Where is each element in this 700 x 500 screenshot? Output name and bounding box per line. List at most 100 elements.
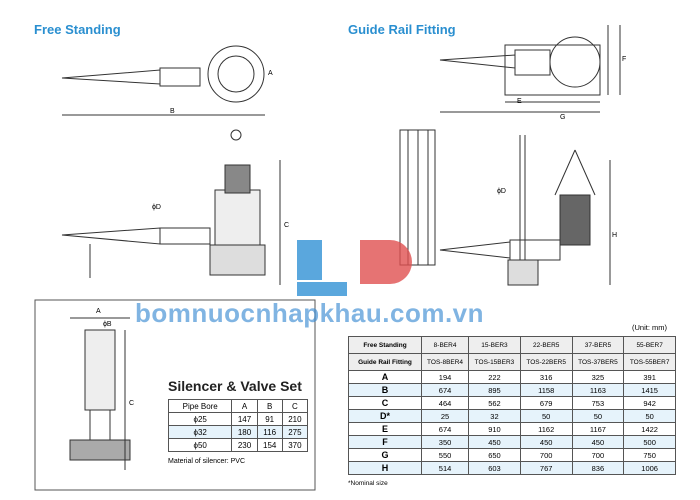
cell: 753: [571, 396, 625, 410]
free-standing-top-view: [61, 45, 265, 116]
cell: H: [348, 461, 422, 475]
header-cell: B: [256, 399, 283, 413]
cell: 210: [281, 412, 309, 426]
silencer-dim-A: A: [96, 308, 101, 315]
cell: 194: [420, 370, 470, 384]
cell: 464: [420, 396, 470, 410]
header-cell: Pipe Bore: [167, 399, 233, 413]
cell: 674: [420, 383, 470, 397]
silencer-dim-C: C: [129, 400, 135, 407]
cell: 562: [468, 396, 521, 410]
dim-G: G: [560, 114, 566, 121]
cell: B: [348, 383, 422, 397]
silencer-note: Material of silencer: PVC: [168, 458, 246, 465]
guide-rail-top-view: [439, 25, 621, 113]
unit-label: (Unit: mm): [632, 323, 667, 332]
cell: 325: [571, 370, 625, 384]
header-cell: TOS-37BER5: [571, 353, 625, 371]
header-cell: TOS-15BER3: [468, 353, 521, 371]
dim-A: A: [268, 70, 273, 77]
cell: 650: [468, 448, 521, 462]
dim-B: B: [170, 108, 175, 115]
cell: 1158: [519, 383, 573, 397]
cell: 154: [256, 438, 283, 452]
silencer-box: [34, 299, 316, 491]
cell: 450: [571, 435, 625, 449]
dim-D-guide: ϕD: [497, 188, 506, 195]
cell: 316: [519, 370, 573, 384]
header-cell: 37-BER5: [571, 336, 625, 354]
silencer-title: Silencer & Valve Set: [168, 378, 302, 394]
cell: 275: [281, 425, 309, 439]
dim-C: C: [284, 222, 290, 229]
cell: 370: [281, 438, 309, 452]
cell: 116: [256, 425, 283, 439]
header-cell: TOS-22BER5: [519, 353, 573, 371]
dim-D: ϕD: [152, 204, 161, 211]
cell: 942: [623, 396, 676, 410]
cell: 603: [468, 461, 521, 475]
header-cell: 22-BER5: [519, 336, 573, 354]
cell: 450: [519, 435, 573, 449]
cell: 674: [420, 422, 470, 436]
header-cell: C: [281, 399, 309, 413]
cell: C: [348, 396, 422, 410]
cell: 1415: [623, 383, 676, 397]
silencer-drawing: [69, 317, 131, 470]
cell: 514: [420, 461, 470, 475]
cell: 1006: [623, 461, 676, 475]
cell: 180: [231, 425, 258, 439]
cell: 50: [519, 409, 573, 423]
cell: E: [348, 422, 422, 436]
silencer-dim-B: ϕB: [103, 321, 112, 328]
cell: F: [348, 435, 422, 449]
dim-E: E: [517, 98, 522, 105]
cell: 910: [468, 422, 521, 436]
cell: ϕ32: [167, 425, 233, 439]
cell: D*: [348, 409, 422, 423]
cell: 1422: [623, 422, 676, 436]
logo: [297, 240, 412, 296]
cell: 895: [468, 383, 521, 397]
cell: 222: [468, 370, 521, 384]
cell: G: [348, 448, 422, 462]
dim-H: H: [612, 232, 618, 239]
cell: 679: [519, 396, 573, 410]
cell: 1162: [519, 422, 573, 436]
header-cell: Guide Rail Fitting: [348, 353, 422, 371]
header-cell: TOS-8BER4: [420, 353, 470, 371]
cell: 836: [571, 461, 625, 475]
guide-rail-title: Guide Rail Fitting: [348, 22, 456, 37]
free-standing-side-view: [61, 129, 281, 285]
cell: 550: [420, 448, 470, 462]
cell: 1163: [571, 383, 625, 397]
cell: 500: [623, 435, 676, 449]
cell: 750: [623, 448, 676, 462]
cell: 147: [231, 412, 258, 426]
cell: 1167: [571, 422, 625, 436]
header-cell: Free Standing: [348, 336, 422, 354]
cell: 25: [420, 409, 470, 423]
header-cell: 8-BER4: [420, 336, 470, 354]
header-cell: A: [231, 399, 258, 413]
cell: 350: [420, 435, 470, 449]
cell: 700: [519, 448, 573, 462]
cell: 50: [623, 409, 676, 423]
nominal-note: *Nominal size: [348, 480, 388, 487]
dim-F: F: [622, 56, 627, 63]
cell: 91: [256, 412, 283, 426]
header-cell: 55-BER7: [623, 336, 676, 354]
cell: 50: [571, 409, 625, 423]
watermark: bomnuocnhapkhau.com.vn: [135, 298, 485, 328]
header-cell: TOS-55BER7: [623, 353, 676, 371]
